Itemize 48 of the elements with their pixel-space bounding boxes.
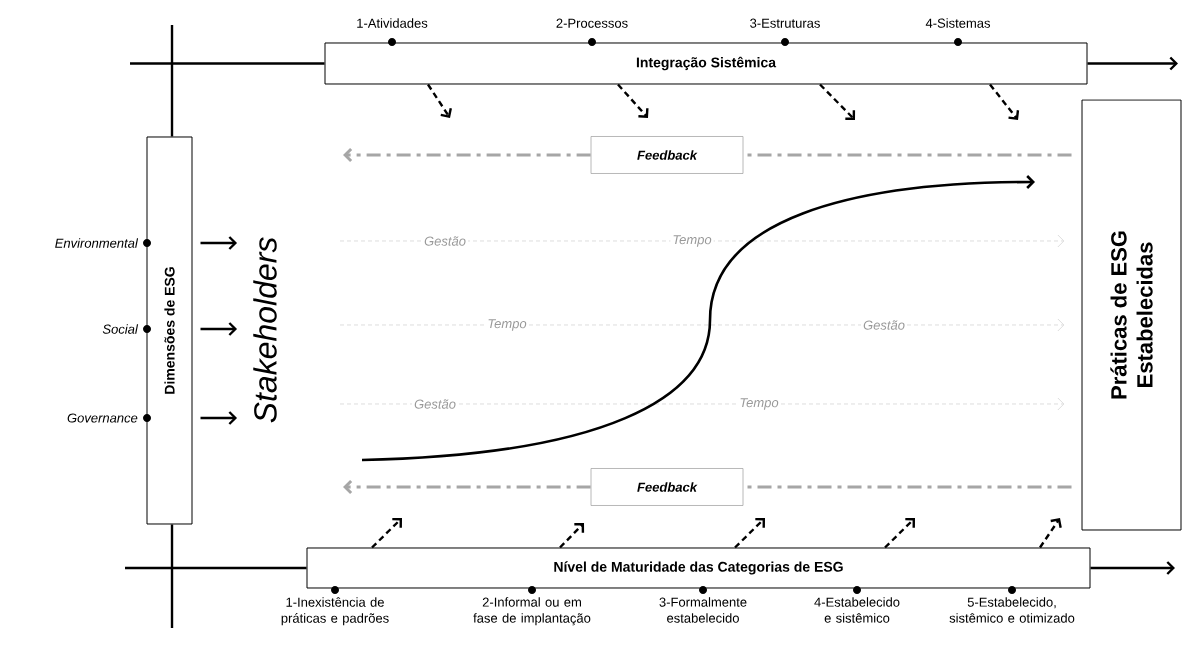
arrow [200,322,238,336]
arrow [734,517,765,549]
stage-label: 4-Sistemas [925,18,991,28]
feedback-box: Feedback [590,468,744,506]
level-label: 5-Estabelecido, sistêmico e otimizado [949,597,1075,623]
arrow [1039,518,1062,549]
level-label: 3-Formalmente estabelecido [659,597,747,623]
connector-line [170,25,174,137]
stage-label: 1-Atividades [357,18,428,28]
arrow [200,236,238,250]
stage-label: 3-Estruturas [750,18,820,28]
arrow [559,523,585,549]
arrow [1087,56,1178,71]
axis-word: Tempo [485,317,529,333]
title-bar: Integração Sistêmica [324,42,1088,85]
arrow [989,83,1020,120]
arrow [339,234,1065,248]
vertical-bar: Dimensões de ESG [146,136,193,525]
title-bar: Nível de Maturidade das Categorias de ESG [306,547,1091,589]
arrow [339,318,1065,332]
axis-word: Tempo [670,233,714,249]
rotated-heading: Stakeholders [253,237,277,423]
arrow [371,517,402,549]
connector-line [125,566,307,570]
arrow [819,83,856,120]
arrow [1090,561,1175,575]
stage-label: 2-Processos [556,18,628,28]
arrow [617,83,649,118]
arrow [339,397,1065,411]
dimension-label: Governance [67,413,138,423]
axis-word: Gestão [861,318,907,332]
arrow [427,83,452,118]
level-label: 4-Estabelecido e sistêmico [814,597,900,623]
dimension-label: Social [102,324,139,334]
level-label: 2-Informal ou em fase de implantação [473,597,591,626]
dimension-label: Environmental [55,238,139,248]
axis-word: Gestão [422,234,468,248]
arrow [200,411,238,425]
connector-line [170,524,174,628]
feedback-box: Feedback [590,136,744,174]
level-label: 1-Inexistência de práticas e padrões [281,597,389,626]
arrow [343,479,591,495]
axis-word: Gestão [412,397,458,411]
connector-line [130,62,325,65]
outcome-box: Práticas de ESG Estabelecidas [1081,99,1182,531]
arrow [884,517,915,549]
arrow [343,147,591,163]
axis-word: Tempo [737,396,781,412]
